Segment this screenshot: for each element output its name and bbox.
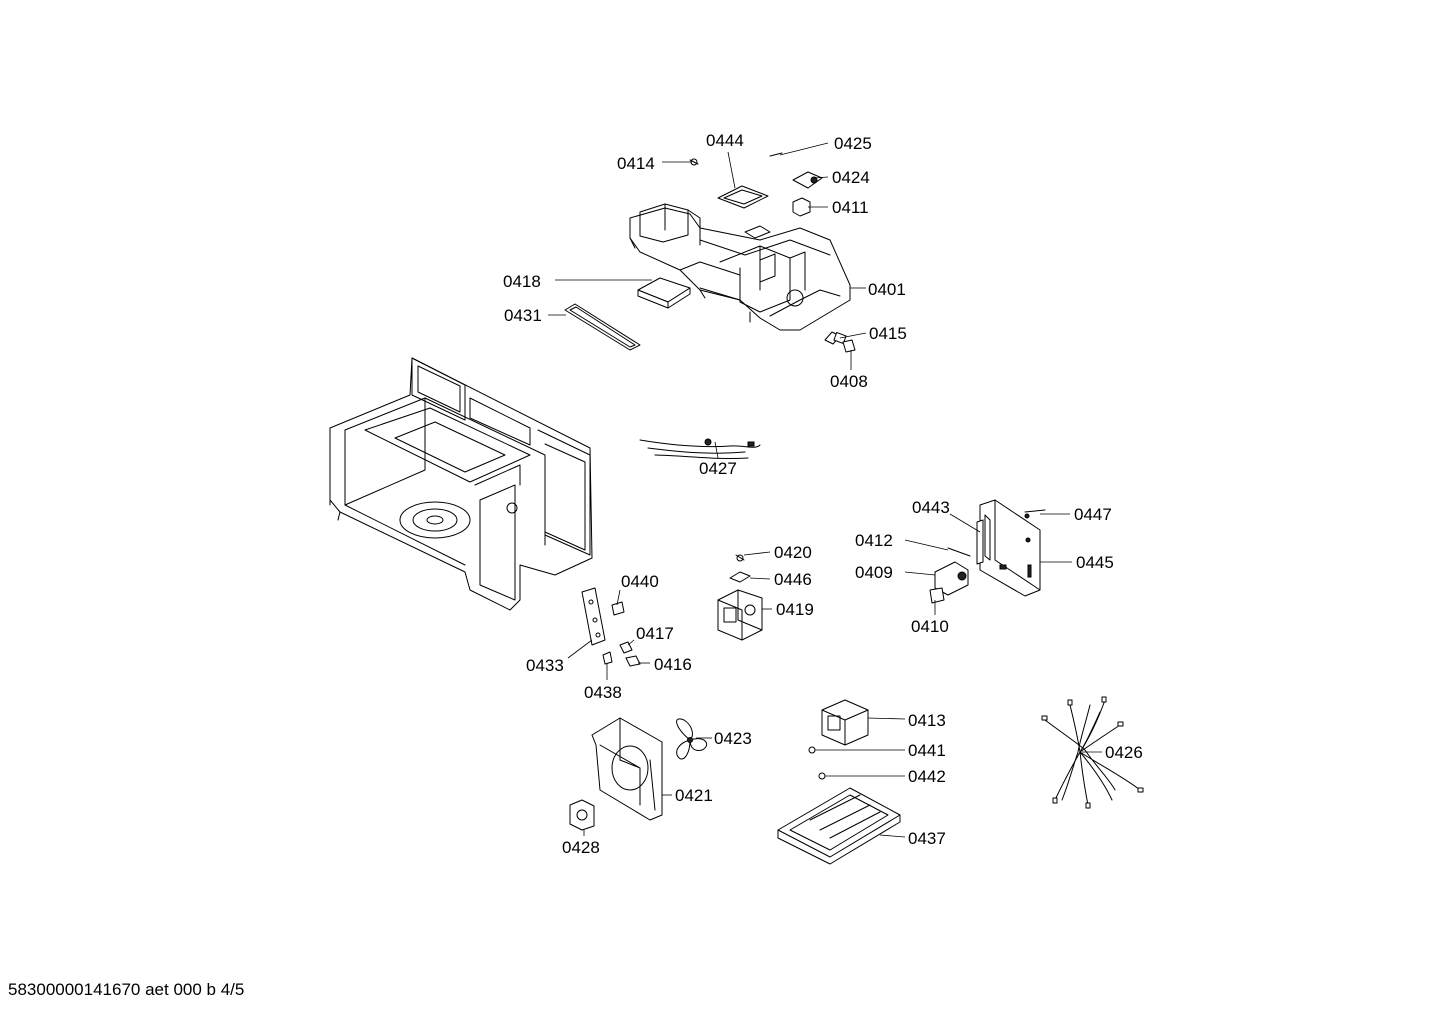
part-0440: [611, 601, 625, 616]
label-0424: 0424: [832, 168, 870, 187]
label-0410: 0410: [911, 617, 949, 636]
label-0431: 0431: [504, 306, 542, 325]
part-0426-wires: [1041, 696, 1144, 809]
part-0417: [619, 641, 633, 654]
leader-lines: [548, 142, 1102, 838]
label-0421: 0421: [675, 786, 713, 805]
part-0427-harness: [639, 438, 761, 460]
label-0413: 0413: [908, 711, 946, 730]
part-0443: [976, 519, 984, 565]
part-0411: [792, 197, 811, 217]
part-0446: [729, 571, 751, 583]
label-0415: 0415: [869, 324, 907, 343]
document-id: 58300000141670 aet 000 b 4/5: [8, 980, 245, 999]
label-0418: 0418: [503, 272, 541, 291]
part-0447: [1024, 509, 1046, 519]
label-0427: 0427: [699, 459, 737, 478]
part-0420: [735, 554, 745, 562]
part-0416: [625, 655, 641, 667]
part-0433: [581, 587, 606, 646]
label-0408: 0408: [830, 372, 868, 391]
part-cavity: [329, 357, 593, 611]
part-0438: [602, 651, 613, 665]
label-0446: 0446: [774, 570, 812, 589]
part-0410: [929, 587, 945, 604]
part-0442: [818, 772, 826, 780]
label-0416: 0416: [654, 655, 692, 674]
label-0419: 0419: [776, 600, 814, 619]
part-0445: [979, 499, 1041, 597]
label-0445: 0445: [1076, 553, 1114, 572]
part-0444: [717, 185, 769, 209]
part-0419-magnetron: [717, 589, 763, 641]
part-0401-chassis: [629, 203, 851, 331]
part-0441: [808, 746, 816, 754]
part-0437-base: [777, 787, 901, 865]
label-0401: 0401: [868, 280, 906, 299]
label-0437: 0437: [908, 829, 946, 848]
label-0425: 0425: [834, 134, 872, 153]
label-0411: 0411: [832, 198, 869, 217]
label-0409: 0409: [855, 563, 893, 582]
part-0412: [947, 547, 971, 557]
part-0428: [569, 799, 595, 831]
part-0421: [591, 717, 663, 821]
label-0426: 0426: [1105, 743, 1143, 762]
label-0414: 0414: [617, 154, 655, 173]
label-0440: 0440: [621, 572, 659, 591]
label-0441: 0441: [908, 741, 946, 760]
label-0428: 0428: [562, 838, 600, 857]
label-0438: 0438: [584, 683, 622, 702]
label-0412: 0412: [855, 531, 893, 550]
label-0447: 0447: [1074, 505, 1112, 524]
label-0417: 0417: [636, 624, 674, 643]
part-0423-fan: [676, 718, 708, 760]
part-0413-transformer: [821, 699, 869, 746]
label-0433: 0433: [526, 656, 564, 675]
part-0415: [824, 331, 847, 345]
label-0444: 0444: [706, 131, 744, 150]
label-0420: 0420: [774, 543, 812, 562]
part-0425: [769, 152, 783, 157]
label-0423: 0423: [714, 729, 752, 748]
label-0442: 0442: [908, 767, 946, 786]
part-labels: 0444 0425 0414 0424 0411 0418 0401 0431 …: [503, 131, 1143, 857]
part-0418: [637, 277, 691, 309]
label-0443: 0443: [912, 498, 950, 517]
part-0408: [842, 339, 856, 353]
part-0409: [934, 561, 969, 596]
part-0431: [564, 303, 641, 351]
part-0424: [792, 171, 823, 189]
